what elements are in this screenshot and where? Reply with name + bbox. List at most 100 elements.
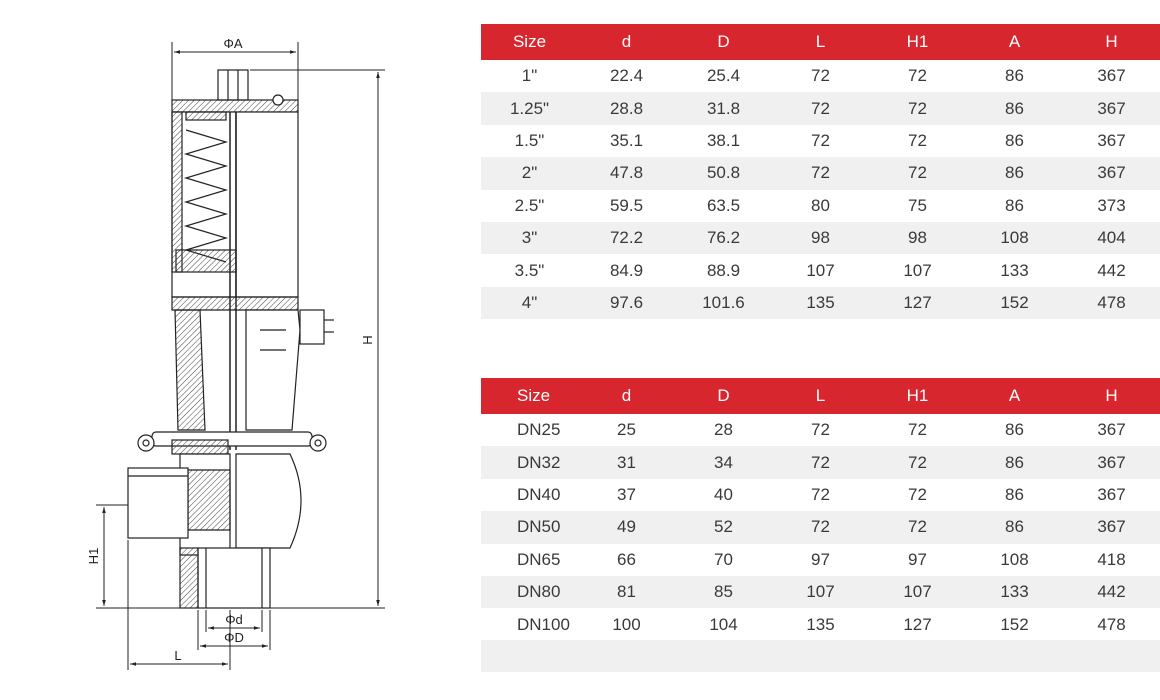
table-cell: 86 — [966, 511, 1063, 544]
dim-phiD-label: ΦD — [224, 630, 244, 645]
column-header: d — [578, 24, 675, 60]
spring — [183, 129, 229, 263]
table-cell: 75 — [869, 189, 966, 222]
table-cell: 28.8 — [578, 92, 675, 125]
table-cell: DN80 — [481, 575, 578, 609]
dim-H-label: H — [360, 335, 375, 344]
table-cell: 133 — [966, 575, 1063, 609]
table-cell: 107 — [772, 575, 869, 609]
column-header: Size — [481, 378, 578, 414]
table-cell: 59.5 — [578, 189, 675, 222]
table-cell: 81 — [578, 575, 675, 609]
outlet-pipe — [197, 547, 271, 609]
table-cell: 72 — [869, 60, 966, 93]
table-cell: 418 — [1063, 543, 1160, 576]
table-cell: 72 — [772, 92, 869, 125]
table-cell: 367 — [1063, 92, 1160, 125]
table-cell: 52 — [675, 511, 772, 544]
table-cell: 86 — [966, 446, 1063, 479]
table-cell: 104 — [675, 608, 772, 641]
column-header: A — [966, 378, 1063, 414]
table-cell: 72 — [869, 157, 966, 190]
table-cell: 2.5" — [481, 189, 578, 222]
table-cell: DN65 — [481, 543, 578, 576]
table-cell: 35.1 — [578, 124, 675, 158]
table-cell: 47.8 — [578, 157, 675, 190]
table-cell: 442 — [1063, 254, 1160, 287]
table-cell: 86 — [966, 157, 1063, 190]
table-cell: 72 — [772, 124, 869, 158]
table-cell: 108 — [966, 543, 1063, 576]
table-cell: 86 — [966, 124, 1063, 158]
table-cell: 72 — [869, 446, 966, 479]
table-cell: 72 — [869, 92, 966, 125]
table-cell: 367 — [1063, 511, 1160, 544]
table-cell: 72 — [772, 478, 869, 512]
column-header: D — [675, 378, 772, 414]
table-cell: 1" — [481, 60, 578, 93]
table-cell: 478 — [1063, 286, 1160, 320]
table-cell: 86 — [966, 92, 1063, 125]
table-cell: 66 — [578, 543, 675, 576]
top-fitting — [217, 69, 249, 101]
table-cell: 40 — [675, 478, 772, 512]
valve-technical-drawing: ΦA H H1 Φd ΦD L — [86, 36, 385, 670]
table-cell: 3" — [481, 221, 578, 255]
table-cell: 152 — [966, 608, 1063, 641]
table-cell: 1.25" — [481, 92, 578, 125]
table-cell: 72 — [869, 511, 966, 544]
column-header: L — [772, 24, 869, 60]
table-cell: DN25 — [481, 414, 578, 447]
table-cell: 107 — [869, 575, 966, 609]
table-cell: 72 — [772, 511, 869, 544]
table-cell: 34 — [675, 446, 772, 479]
table-cell: 135 — [772, 608, 869, 641]
valve-body-right — [235, 453, 302, 549]
table-cell: 31 — [578, 446, 675, 479]
table-cell: DN100 — [481, 608, 578, 641]
table-cell: 133 — [966, 254, 1063, 287]
column-header: D — [675, 24, 772, 60]
table-cell: 37 — [578, 478, 675, 512]
column-header: H — [1063, 24, 1160, 60]
table-cell: 478 — [1063, 608, 1160, 641]
table-cell: 100 — [578, 608, 675, 641]
table-cell: 70 — [675, 543, 772, 576]
table-cell: 367 — [1063, 414, 1160, 447]
table-cell: 367 — [1063, 157, 1160, 190]
table-cell: 72 — [869, 124, 966, 158]
table-cell: 49 — [578, 511, 675, 544]
yoke-left — [174, 309, 206, 431]
table-cell: 107 — [869, 254, 966, 287]
column-header: H1 — [869, 378, 966, 414]
table-cell: 97.6 — [578, 286, 675, 320]
table-cell: 2" — [481, 157, 578, 190]
table-cell: 101.6 — [675, 286, 772, 320]
table-cell: 63.5 — [675, 189, 772, 222]
table-cell: 72 — [772, 414, 869, 447]
column-header: d — [578, 378, 675, 414]
table-cell: 98 — [869, 221, 966, 255]
table-cell: 50.8 — [675, 157, 772, 190]
table-cell: 25 — [578, 414, 675, 447]
column-header: Size — [481, 24, 578, 60]
column-header: H1 — [869, 24, 966, 60]
table-cell: 127 — [869, 608, 966, 641]
air-connector — [299, 309, 325, 345]
